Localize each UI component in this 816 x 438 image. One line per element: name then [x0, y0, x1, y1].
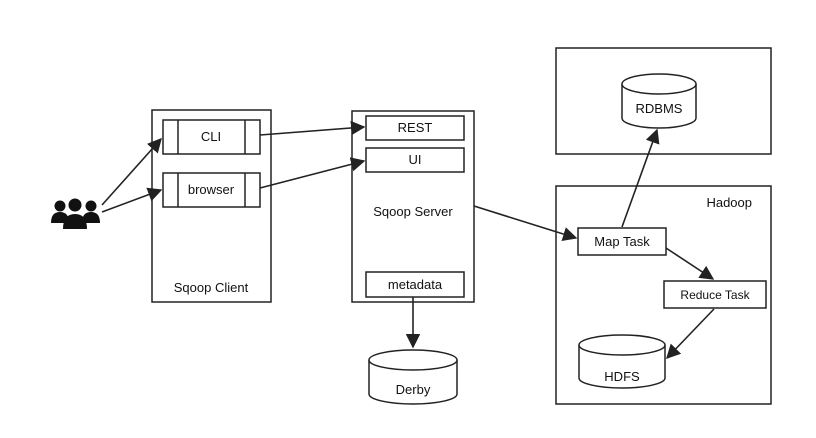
rdbms-label: RDBMS [636, 101, 683, 116]
hadoop-title: Hadoop [706, 195, 752, 210]
derby-database: Derby [368, 349, 458, 405]
arrow-users-to-browser [101, 187, 163, 213]
arrow-reduce-task-to-hdfs [666, 308, 715, 360]
arrow-cli-to-rest [259, 120, 366, 136]
arrow-server-to-map-task [473, 205, 578, 241]
hdfs-database: HDFS [578, 334, 666, 389]
arrow-map-task-to-rdbms [621, 128, 660, 228]
arrow-browser-to-ui [259, 157, 366, 189]
browser-component: browser [162, 172, 261, 208]
metadata-label: metadata [388, 277, 443, 292]
sqoop-client-title: Sqoop Client [174, 280, 249, 295]
rest-component: REST [365, 115, 465, 141]
connectors [101, 120, 715, 360]
cli-component: CLI [162, 119, 261, 155]
ui-component: UI [365, 147, 465, 173]
arrow-map-to-reduce-task [665, 247, 715, 280]
cli-label: CLI [201, 129, 221, 144]
derby-label: Derby [396, 382, 431, 397]
sqoop-server-title: Sqoop Server [373, 204, 453, 219]
map-task-label: Map Task [594, 234, 650, 249]
rest-label: REST [398, 120, 433, 135]
reduce-task-component: Reduce Task [663, 280, 767, 309]
browser-label: browser [188, 182, 235, 197]
users-group-icon [51, 198, 100, 229]
ui-label: UI [409, 152, 422, 167]
reduce-task-label: Reduce Task [680, 288, 750, 302]
metadata-component: metadata [365, 271, 465, 298]
hdfs-label: HDFS [604, 369, 640, 384]
arrow-users-to-cli [101, 137, 162, 206]
rdbms-database: RDBMS [621, 73, 697, 129]
map-task-component: Map Task [577, 227, 667, 256]
